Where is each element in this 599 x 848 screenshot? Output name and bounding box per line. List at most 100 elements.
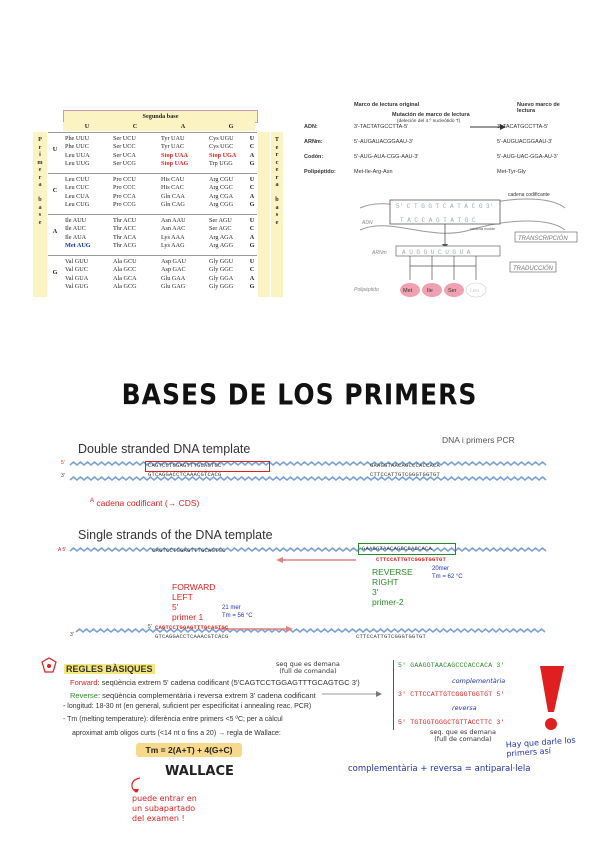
top-strand: 5' C T G G T C A T A C G 3' <box>396 203 493 210</box>
aa-ser-label: Ser <box>448 288 457 294</box>
codon-cell: Pro CCA <box>113 192 136 200</box>
codon-cell: Ile AUU <box>65 217 87 224</box>
third-base-column <box>258 132 270 297</box>
codon-cell: Arg CGA <box>209 192 234 200</box>
codon-cell: Asp GAU <box>161 258 186 265</box>
frame-seq-b: 5'-AUG-UAC-GGA-AU-3' <box>497 154 558 160</box>
codon-cell: His CAC <box>161 184 184 192</box>
first-base-letter: b <box>38 196 42 203</box>
primer2-seq: CTTCCATTGTCGGGTGGTGT <box>376 556 447 563</box>
reading-frame-diagram: Marco de lectura original Nuevo marco de… <box>302 102 572 182</box>
reverse-arrow-icon <box>276 557 283 563</box>
codon-cell: Lys AAG <box>161 242 185 250</box>
dna-box <box>389 199 501 225</box>
codon-cell: Ala GCU <box>113 258 137 265</box>
aa-ile <box>422 283 442 297</box>
codon-cell: Pro CCG <box>113 201 136 209</box>
double-five-prime: 5' <box>61 460 65 466</box>
traduccion-box <box>509 261 557 273</box>
seq-complement: 3' CTTCCATTGTCGGGTGGTGT 5' <box>398 691 505 698</box>
codon-cell: Leu CUC <box>65 184 89 192</box>
first-base-letter: r <box>38 173 42 181</box>
col-header-u: U <box>63 122 111 131</box>
third-base-letter: r <box>275 173 279 181</box>
traduccion-label: TRADUCCIÓN <box>513 265 554 272</box>
codon-cell: Ile AUA <box>65 233 87 241</box>
note-dna-primers: DNA i primers PCR <box>442 435 515 445</box>
codon-cell: Val GUG <box>65 283 89 291</box>
frame-seq-b: Met-Tyr-Gly <box>497 169 526 175</box>
note-pin-icon <box>41 657 57 673</box>
double-strand-wave <box>69 460 547 482</box>
codon-cell: Gln CAG <box>161 201 185 209</box>
frame-seq-a: 5'-AUGAUACGGAAU-3' <box>354 139 413 145</box>
note-primers-asi: Hay que darle los primers así <box>505 735 576 759</box>
transcripcion-box <box>514 231 578 243</box>
annot-mark: A <box>90 498 95 505</box>
third-base-letter: r <box>275 151 279 158</box>
single-heading: Single strands of the DNA template <box>78 528 273 542</box>
codon-cell: Pro CCC <box>113 184 136 192</box>
third-base-letter: e <box>275 143 279 151</box>
codon-cell: Asn AAC <box>161 225 186 233</box>
codon-cell: Ile AUC <box>65 225 86 233</box>
codon-cell: Ser UCU <box>113 135 136 142</box>
aa-met <box>400 283 420 297</box>
codon-cell: Arg CGG <box>209 201 234 209</box>
exclamation-icon <box>540 666 564 730</box>
reverse-l3: primer-2 <box>372 597 404 607</box>
codon-cell: Gly GGG <box>209 283 234 291</box>
reverse-spec-1: Tm = 62 °C <box>432 573 463 580</box>
rules-heading: REGLES BÀSIQUES <box>64 664 155 674</box>
codon-cell: Ser UCC <box>113 143 136 151</box>
transcripcion-label: TRANSCRIPCIÓN <box>518 235 568 242</box>
aa-ser <box>444 283 464 297</box>
codon-cell: Cys UGU <box>209 135 234 142</box>
reverse-spec-0: 20mer <box>432 566 450 572</box>
transcription-diagram: 5' C T G G T C A T A C G 3' T A C C A G … <box>354 192 578 298</box>
rule-forward: Forward: seqüència extrem 5' cadena codi… <box>70 678 360 687</box>
curved-arrow-icon <box>131 777 141 793</box>
codon-cell: Lys AAA <box>161 233 185 241</box>
bottom-strand: T A C C A G T A T G C <box>400 217 476 224</box>
dna-helix-bottom <box>359 220 566 234</box>
mrna-seq: A U G G U C U G U A <box>402 249 471 256</box>
codon-cell: Leu UUG <box>65 160 90 168</box>
double-three-prime: 3' <box>61 473 65 479</box>
frame-row-label: Codón: <box>304 154 324 160</box>
codon-cell: Gly GGA <box>209 274 234 282</box>
single-top-mark: A 5' <box>58 547 67 553</box>
first-base-letter <box>33 189 47 197</box>
codon-cell: Ser AGC <box>209 225 232 233</box>
forward-arrow-icon <box>286 626 293 632</box>
single-bottom-seq: GTCAGGACCTCAAACGTCACG <box>155 633 229 640</box>
adn-label: ADN <box>361 220 373 226</box>
codon-cell: Asp GAC <box>161 266 186 274</box>
col-header-g: G <box>207 122 255 131</box>
codon-cell: Val GUU <box>65 258 89 265</box>
rule-reverse: Reverse: seqüència complementària i reve… <box>70 691 316 700</box>
codon-cell: Asn AAU <box>161 217 186 224</box>
single-top-right-seq: GAAGGTAACAGCCCACCACA <box>362 545 433 552</box>
double-top-seq: CAGTCCTGGAGTTTGCAGTGC <box>148 462 222 469</box>
third-base-letter: e <box>275 166 279 173</box>
forward-spec: 21 mer Tm = 56 °C <box>222 605 253 620</box>
forward-l1: LEFT <box>172 592 193 602</box>
first-base-letter: a <box>38 203 42 211</box>
codon-cell: Gly GGC <box>209 266 233 274</box>
rule-tm2: aproximat amb oligos curts (<14 nt o fin… <box>72 730 281 737</box>
codon-cell: Ser UCG <box>113 160 136 168</box>
first-base-letter: r <box>38 143 42 151</box>
codon-cell: Ala GCA <box>113 274 137 282</box>
third-base-letters-block: U C A G <box>249 258 255 291</box>
rules-arrow-icon <box>322 691 382 697</box>
frame-new-label: Nuevo marco de lectura <box>517 102 560 114</box>
codon-cell: Gln CAA <box>161 192 185 200</box>
double-bottom-seq: GTCAGGACCTCAAACGTCACG <box>148 471 222 478</box>
codon-cell: Stop UAG <box>161 160 189 168</box>
frame-row-label: ARNm: <box>304 139 323 145</box>
